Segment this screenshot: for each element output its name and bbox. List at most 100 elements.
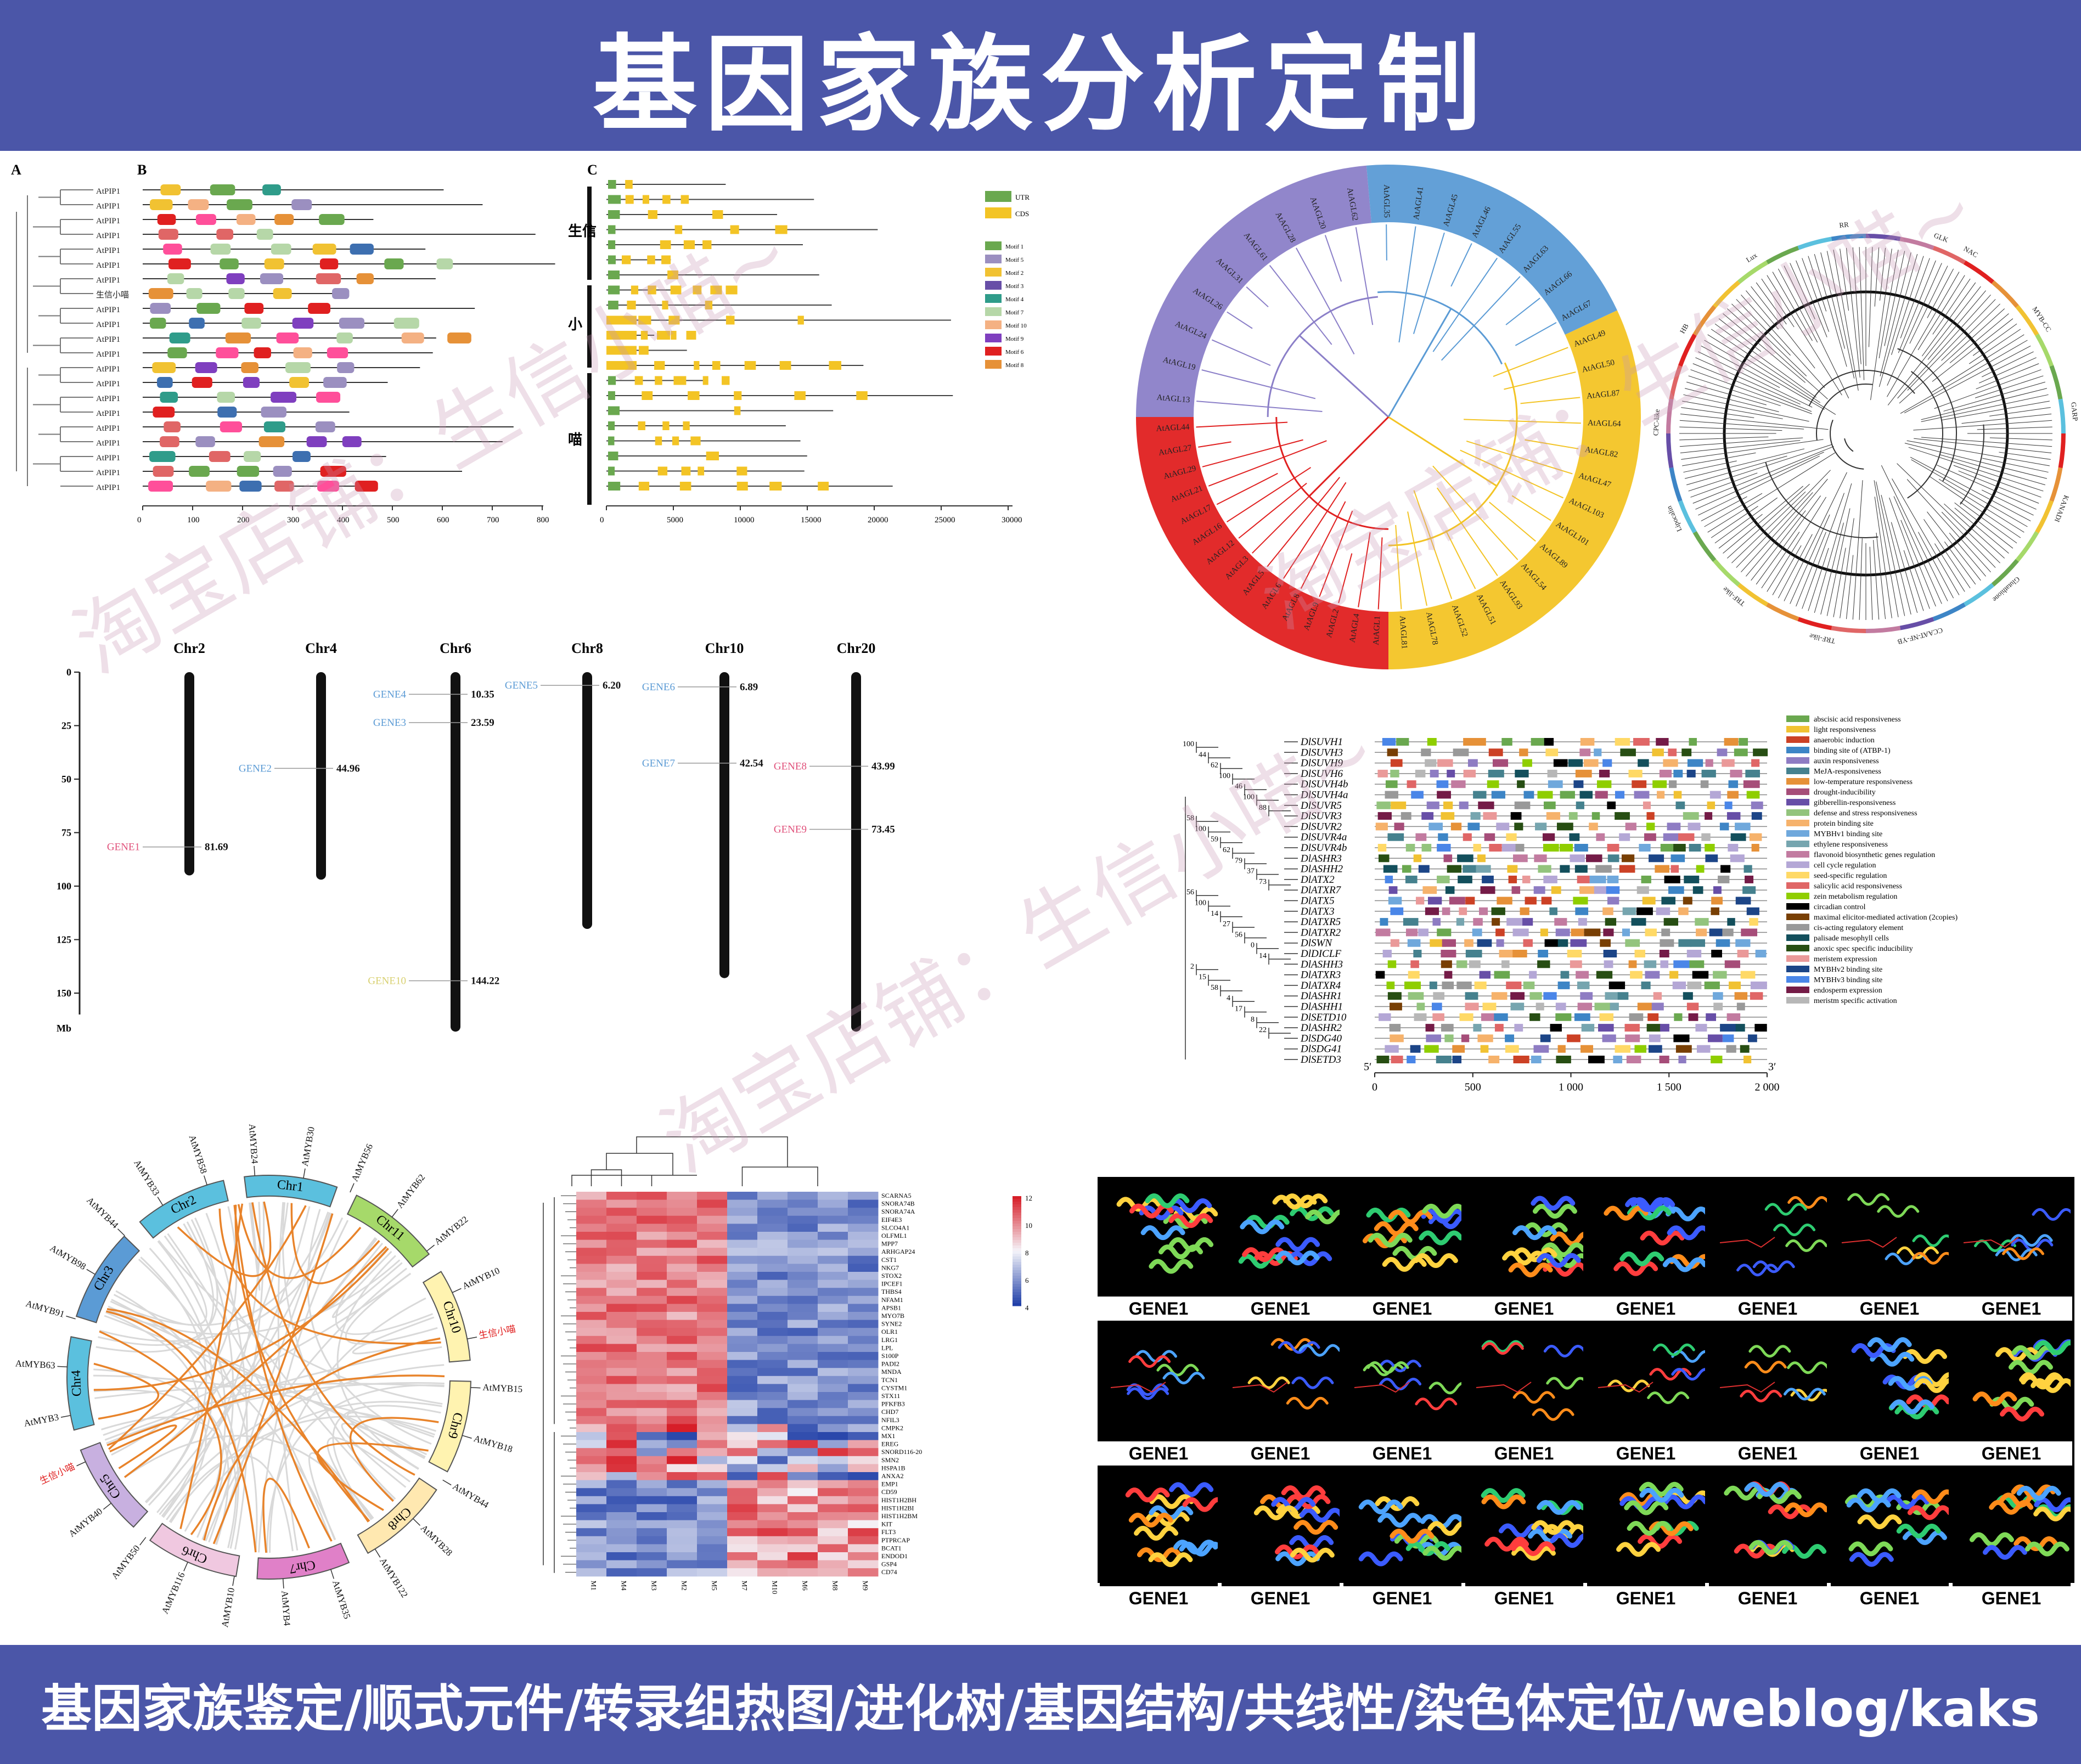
exon-box [794,391,806,400]
heatmap-row-label: GSP4 [881,1560,897,1568]
heatmap-cell [818,1384,848,1393]
helix-ribbon [2000,1406,2045,1422]
cis-element-box [1437,844,1451,852]
legend-swatch [1786,872,1809,878]
tree-leaf-branch [1907,299,1996,391]
tree-leaf-branch [1884,251,1905,346]
tree-leaf-branch [1833,250,1859,391]
tree-leaf-branch [1923,519,1971,589]
gene-label: AtMYB24 [247,1124,260,1164]
heatmap-cell [576,1264,607,1272]
heatmap-cell [757,1360,788,1368]
heatmap-cell [727,1352,758,1361]
tree-leaf-branch [1686,381,1767,405]
collinearity-link-highlight [93,1248,389,1391]
heatmap-cell [637,1512,667,1521]
helix-ribbon [1275,1250,1320,1266]
gene-label: AtMYB56 [350,1142,375,1183]
color-scale-label: 6 [1025,1276,1029,1284]
cis-gene-label: DlATXR4 [1300,980,1341,991]
heatmap-cell [757,1432,788,1441]
heatmap-cell [818,1392,848,1401]
cis-element-box [1537,791,1553,799]
heatmap-cell [818,1360,848,1368]
legend-label: MYBHv3 binding site [1814,976,1882,984]
heatmap-row-label: TCN1 [881,1376,898,1384]
cis-element-box [1421,748,1431,757]
motif-box [167,273,184,284]
helix-ribbon [1773,1224,1816,1236]
protein-ribbon-drawing [1844,1488,1956,1567]
tree-root-branch [1298,335,1390,418]
helix-ribbon [1995,1248,2038,1261]
heatmap-cell [637,1536,667,1545]
protein-caption: GENE1 [1950,1441,2072,1466]
heatmap-column-label: M4 [620,1581,628,1591]
cis-element-box [1543,833,1555,841]
bootstrap-value: 0 [1251,942,1255,950]
family-ring-arc [1692,531,1717,562]
cis-element-box [1404,981,1421,989]
heatmap-cell [697,1368,728,1377]
heatmap-cell [697,1384,728,1393]
protein-caption: GENE1 [1219,1441,1341,1466]
tree-leaf-branch [1874,247,1880,307]
cis-element-box [1608,981,1626,989]
heatmap-cell [606,1312,637,1321]
motif-box [274,481,294,492]
tree-leaf-branch [1941,511,1996,568]
gene-tick [60,1414,71,1418]
tree-branch [1436,487,1498,576]
family-label: RR [1839,220,1849,229]
cis-element-box [1634,950,1645,957]
cis-element-box [1585,854,1602,863]
family-ring-arc [1899,617,1934,630]
helix-ribbon [1238,1254,1283,1269]
helix-ribbon [1736,1264,1779,1277]
color-scale-segment [1013,1259,1021,1263]
cis-element-box [1556,822,1573,831]
gene-position: 6.20 [603,680,621,691]
cis-element-box [1510,812,1522,820]
cis-element-box [1555,928,1570,937]
heatmap-cell [848,1192,879,1201]
legend-label: maximal elicitor-mediated activation (2c… [1814,914,1958,922]
heatmap-cell [788,1288,818,1297]
helix-ribbon [2033,1506,2078,1521]
tree-leaf-branch [1891,256,1924,355]
heatmap-cell [576,1360,607,1368]
cis-element-box [1588,1056,1605,1063]
heatmap-cell [727,1400,758,1408]
heatmap-cell [606,1504,637,1513]
axis-c-tick-label: 10000 [734,516,755,525]
heatmap-cell [788,1552,818,1561]
heatmap-cell [848,1512,879,1521]
protein-structure-image [1465,1177,1595,1297]
protein-caption: GENE1 [1219,1297,1341,1321]
protein-structure-image [1831,1467,1956,1586]
tree-branch [1324,235,1342,282]
gene-label: AtPIP1 [96,350,120,359]
cis-element-box [1520,907,1529,915]
color-scale-segment [1013,1254,1021,1257]
heatmap-cell [757,1248,788,1256]
motif-box [273,288,292,299]
heatmap-cell [727,1344,758,1352]
protein-structure-image [1465,1467,1595,1586]
heatmap-cell [576,1536,607,1545]
tree-leaf-branch [1893,496,1942,604]
bootstrap-value: 56 [1186,888,1194,897]
cis-element-box [1607,897,1619,905]
motif-box [274,214,294,225]
heatmap-cell [606,1192,637,1201]
heatmap-cell [637,1264,667,1272]
gene-position: 42.54 [740,758,763,769]
cis-element-box [1376,801,1391,809]
tree-leaf-branch [1887,263,1942,386]
tree-branch [1464,419,1581,424]
heatmap-cell [727,1520,758,1529]
cis-element-box [1700,780,1709,788]
group-label: 小 [568,317,582,333]
